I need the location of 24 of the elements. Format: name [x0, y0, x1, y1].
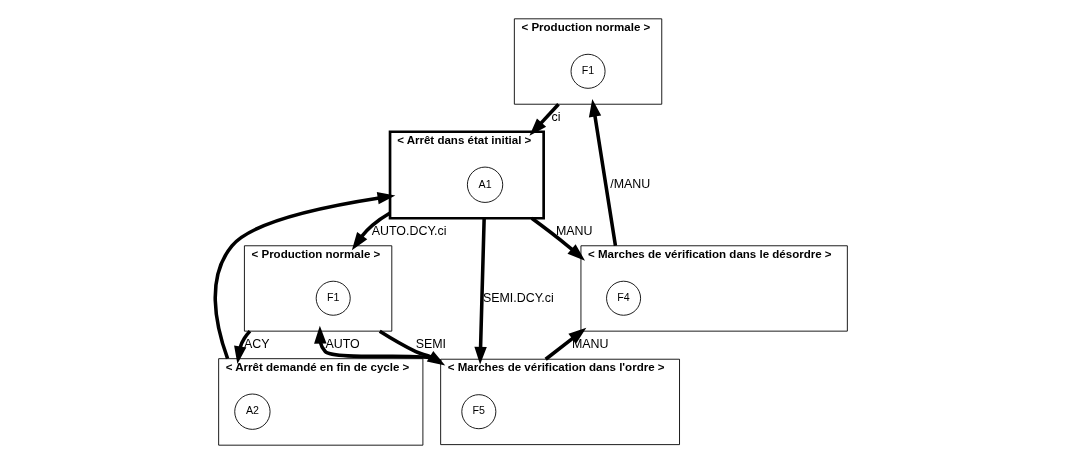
edge-label: AUTO.DCY.ci	[371, 224, 447, 239]
arrow	[213, 192, 395, 360]
node-circle: F4	[605, 280, 641, 316]
node-circle: F1	[315, 280, 351, 316]
node-circle: A2	[233, 393, 270, 430]
node-circle: F1	[570, 53, 606, 89]
edge-label: /MANU	[609, 177, 650, 192]
edge-label: ACY	[243, 337, 270, 352]
arrow	[473, 218, 487, 365]
arrow	[530, 216, 585, 261]
edge-label: MANU	[571, 337, 609, 352]
arrow	[544, 327, 586, 361]
edge-label: SEMI	[415, 337, 446, 352]
arrow	[588, 98, 617, 247]
edge-label: ci	[551, 110, 561, 125]
node-circle: F5	[460, 394, 496, 430]
node-circle: A1	[466, 166, 503, 203]
arrow	[233, 330, 251, 364]
arrow	[378, 329, 445, 366]
edge-label: MANU	[555, 224, 593, 239]
arrow	[528, 103, 560, 136]
arrow	[351, 211, 391, 251]
edge-label: AUTO	[324, 337, 360, 352]
edge-label: SEMI.DCY.ci	[482, 290, 554, 305]
